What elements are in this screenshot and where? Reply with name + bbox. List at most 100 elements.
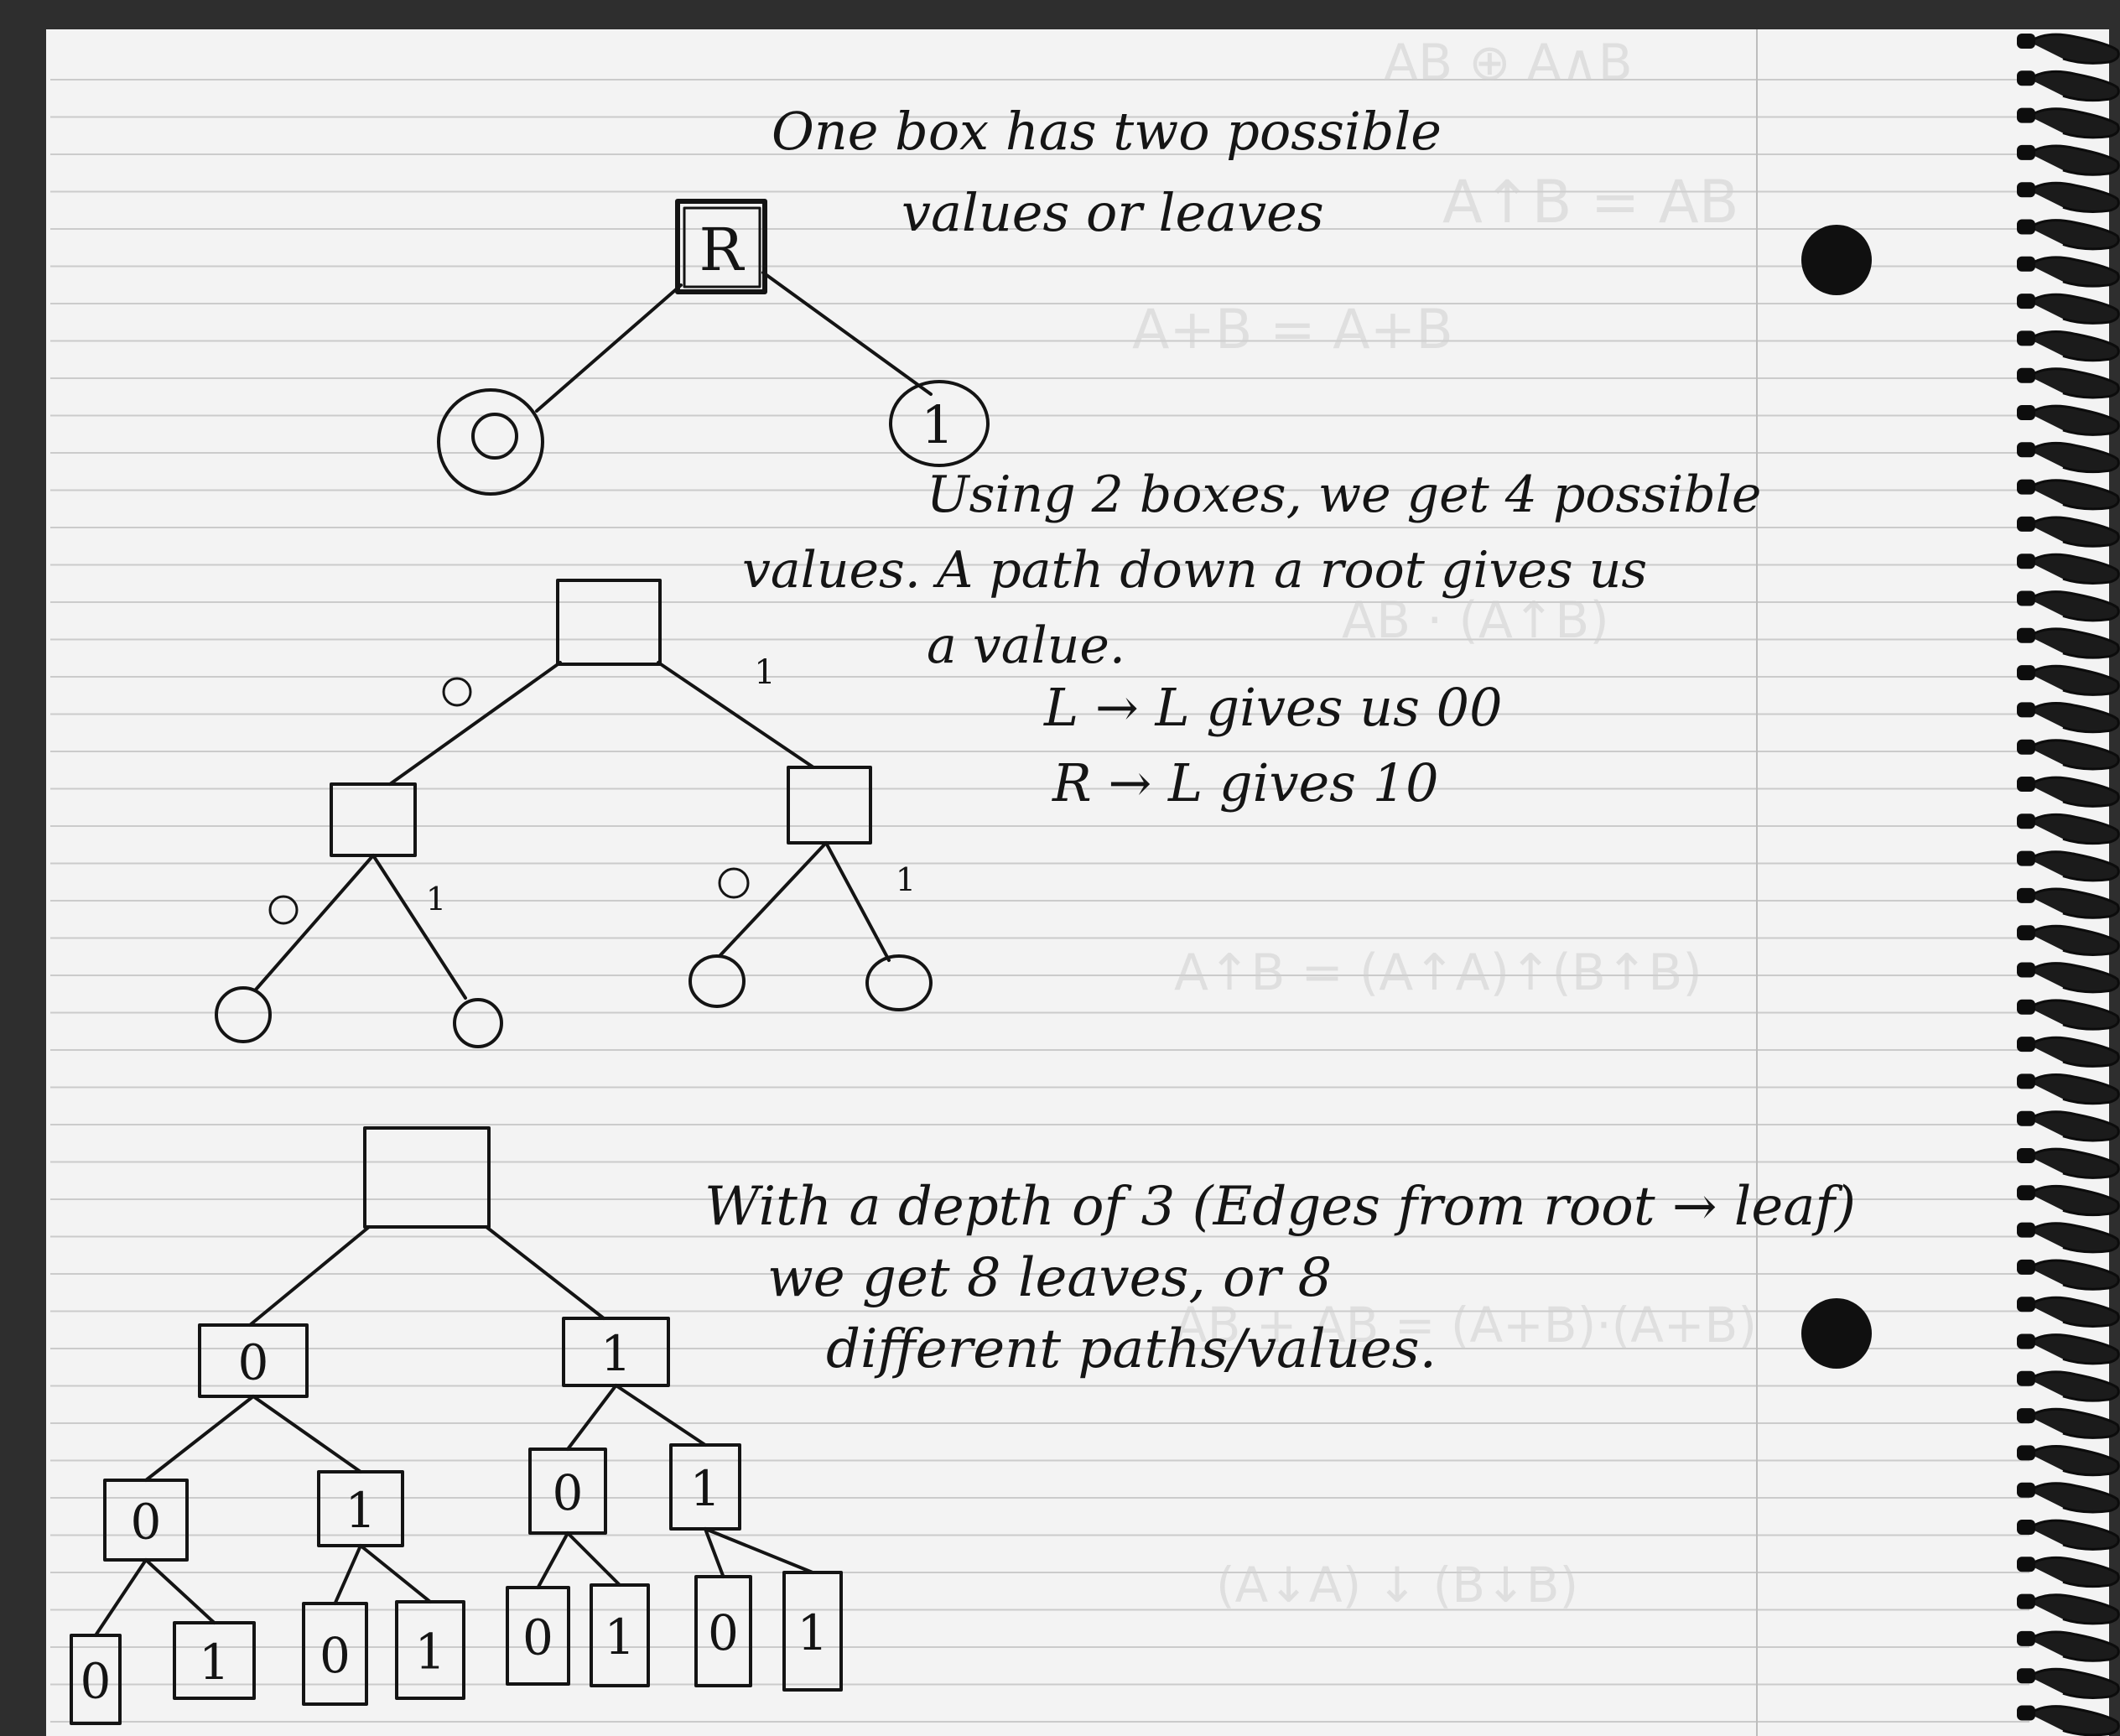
spiral-coil-hole <box>2017 1705 2035 1721</box>
spiral-coil <box>2029 330 2120 362</box>
tree3-leaf-7-label: 1 <box>798 1604 829 1661</box>
tree2-r-edge-left <box>718 841 828 958</box>
tree2-root-box <box>556 579 662 666</box>
spiral-coil-hole <box>2017 777 2035 792</box>
tree3-edge-l1-l2-0 <box>144 1395 255 1482</box>
tree3-edge-l2-leaf-5 <box>566 1531 621 1587</box>
spiral-coil <box>2029 1259 2120 1291</box>
spiral-coil-hole <box>2017 182 2035 198</box>
edge-root-left <box>535 283 683 413</box>
spiral-coil-hole <box>2017 1370 2035 1386</box>
note2-line1: Using 2 boxes, we get 4 possible <box>927 465 1761 524</box>
note3-line3: different paths/values. <box>826 1318 1437 1380</box>
tree2-r-edge-label-right: 1 <box>896 861 916 898</box>
spiral-coil-hole <box>2017 144 2035 160</box>
spiral-coil <box>2029 367 2120 399</box>
spiral-coil <box>2029 404 2120 436</box>
spiral-coil <box>2029 441 2120 474</box>
spiral-coil <box>2029 850 2120 882</box>
spiral-coil <box>2029 1147 2120 1179</box>
spiral-coil <box>2029 1630 2120 1662</box>
spiral-coil <box>2029 962 2120 994</box>
spiral-coil-hole <box>2017 554 2035 569</box>
spiral-coil <box>2029 1444 2120 1477</box>
tree2-r-edge-right <box>824 841 891 962</box>
tree3-edge-l1-l2-3 <box>614 1384 707 1447</box>
tree2-edge-root-right <box>657 661 815 769</box>
spiral-coil <box>2029 739 2120 771</box>
spiral-coil-hole <box>2017 1668 2035 1684</box>
tree3-level2-node-0-label: 0 <box>131 1494 162 1551</box>
spiral-coil <box>2029 664 2120 696</box>
leaf-zero-inner <box>471 413 518 460</box>
tree3-edge-l2-leaf-0 <box>94 1558 148 1637</box>
root-label: R <box>699 216 746 284</box>
spiral-coil <box>2029 1110 2120 1142</box>
spiral-coil-hole <box>2017 256 2035 272</box>
tree2-edge-label-left <box>442 677 472 707</box>
root-box-inner <box>683 206 761 288</box>
note-one: One box has two possible values or leave… <box>772 101 1442 243</box>
spiral-coil <box>2029 553 2120 585</box>
tree3-edge-l2-leaf-2 <box>333 1544 362 1605</box>
leaf-one <box>889 380 990 467</box>
tree3-level2-node-2-label: 0 <box>553 1464 584 1521</box>
tree3-edge-l2-leaf-6 <box>704 1527 725 1578</box>
note1-line1: One box has two possible <box>772 101 1442 162</box>
spiral-coil-hole <box>2017 627 2035 643</box>
svg-text:AB · (A↑B): AB · (A↑B) <box>1342 591 1609 650</box>
tree2-leaf-00 <box>215 986 272 1043</box>
spiral-coil <box>2029 627 2120 659</box>
spiral-coil <box>2029 813 2120 845</box>
spiral-coil <box>2029 1705 2120 1736</box>
spiral-coil <box>2029 256 2120 288</box>
spiral-coil-hole <box>2017 1593 2035 1609</box>
spiral-coil <box>2029 887 2120 919</box>
spiral-coil <box>2029 70 2120 102</box>
spiral-coil-hole <box>2017 107 2035 123</box>
svg-text:A↑B = AB: A↑B = AB <box>1442 168 1739 236</box>
tree3-leaf-2-label: 0 <box>320 1627 351 1684</box>
spiral-coil <box>2029 1296 2120 1328</box>
spiral-coil <box>2029 1036 2120 1068</box>
note2-line2: values. A path down a root gives us <box>742 541 1647 600</box>
spiral-coil-hole <box>2017 219 2035 235</box>
spiral-coil <box>2029 1556 2120 1588</box>
spiral-coil <box>2029 1222 2120 1254</box>
spiral-coil <box>2029 701 2120 734</box>
spiral-coil <box>2029 1184 2120 1217</box>
tree3-edge-l2-leaf-7 <box>704 1527 814 1574</box>
spiral-coil <box>2029 219 2120 251</box>
svg-text:AB + AB = (A+B)·(A+B): AB + AB = (A+B)·(A+B) <box>1174 1297 1757 1354</box>
svg-text:(A↓A) ↓ (B↓B): (A↓A) ↓ (B↓B) <box>1216 1557 1578 1614</box>
tree3-level2-node-3-label: 1 <box>690 1460 721 1517</box>
tree2-l-edge-left <box>254 854 375 991</box>
spiral-coil <box>2029 516 2120 548</box>
bleed-through-marks: AB ⊕ A∧B A↑B = AB A+B = A+B AB · (A↑B) A… <box>1132 34 1757 1614</box>
spiral-coil-hole <box>2017 665 2035 681</box>
spiral-coil <box>2029 107 2120 139</box>
spiral-coil-hole <box>2017 70 2035 86</box>
spiral-coil-hole <box>2017 294 2035 309</box>
spiral-coil <box>2029 590 2120 622</box>
spiral-coil-hole <box>2017 590 2035 606</box>
spiral-coil <box>2029 999 2120 1031</box>
spiral-coil <box>2029 1482 2120 1514</box>
spiral-coil-hole <box>2017 516 2035 532</box>
spiral-coil-hole <box>2017 367 2035 383</box>
note3-line2: we get 8 leaves, or 8 <box>767 1247 1332 1309</box>
spiral-coil-hole <box>2017 405 2035 420</box>
spiral-coil-hole <box>2017 1110 2035 1126</box>
tree3-edge-l1-l2-2 <box>566 1384 618 1451</box>
tree3-edge-l2-leaf-3 <box>359 1544 432 1603</box>
svg-text:AB ⊕ A∧B: AB ⊕ A∧B <box>1384 34 1633 92</box>
spiral-coil-hole <box>2017 739 2035 755</box>
tree3-edge-root-left <box>248 1225 371 1327</box>
tree3-edge-l1-l2-1 <box>252 1395 362 1474</box>
tree3-leaf-1-label: 1 <box>199 1634 230 1691</box>
tree2-edge-root-left <box>388 661 562 786</box>
tree2-edge-label-right: 1 <box>754 653 775 692</box>
spiral-coil-hole <box>2017 1333 2035 1349</box>
note2-line3: a value. <box>927 616 1125 675</box>
